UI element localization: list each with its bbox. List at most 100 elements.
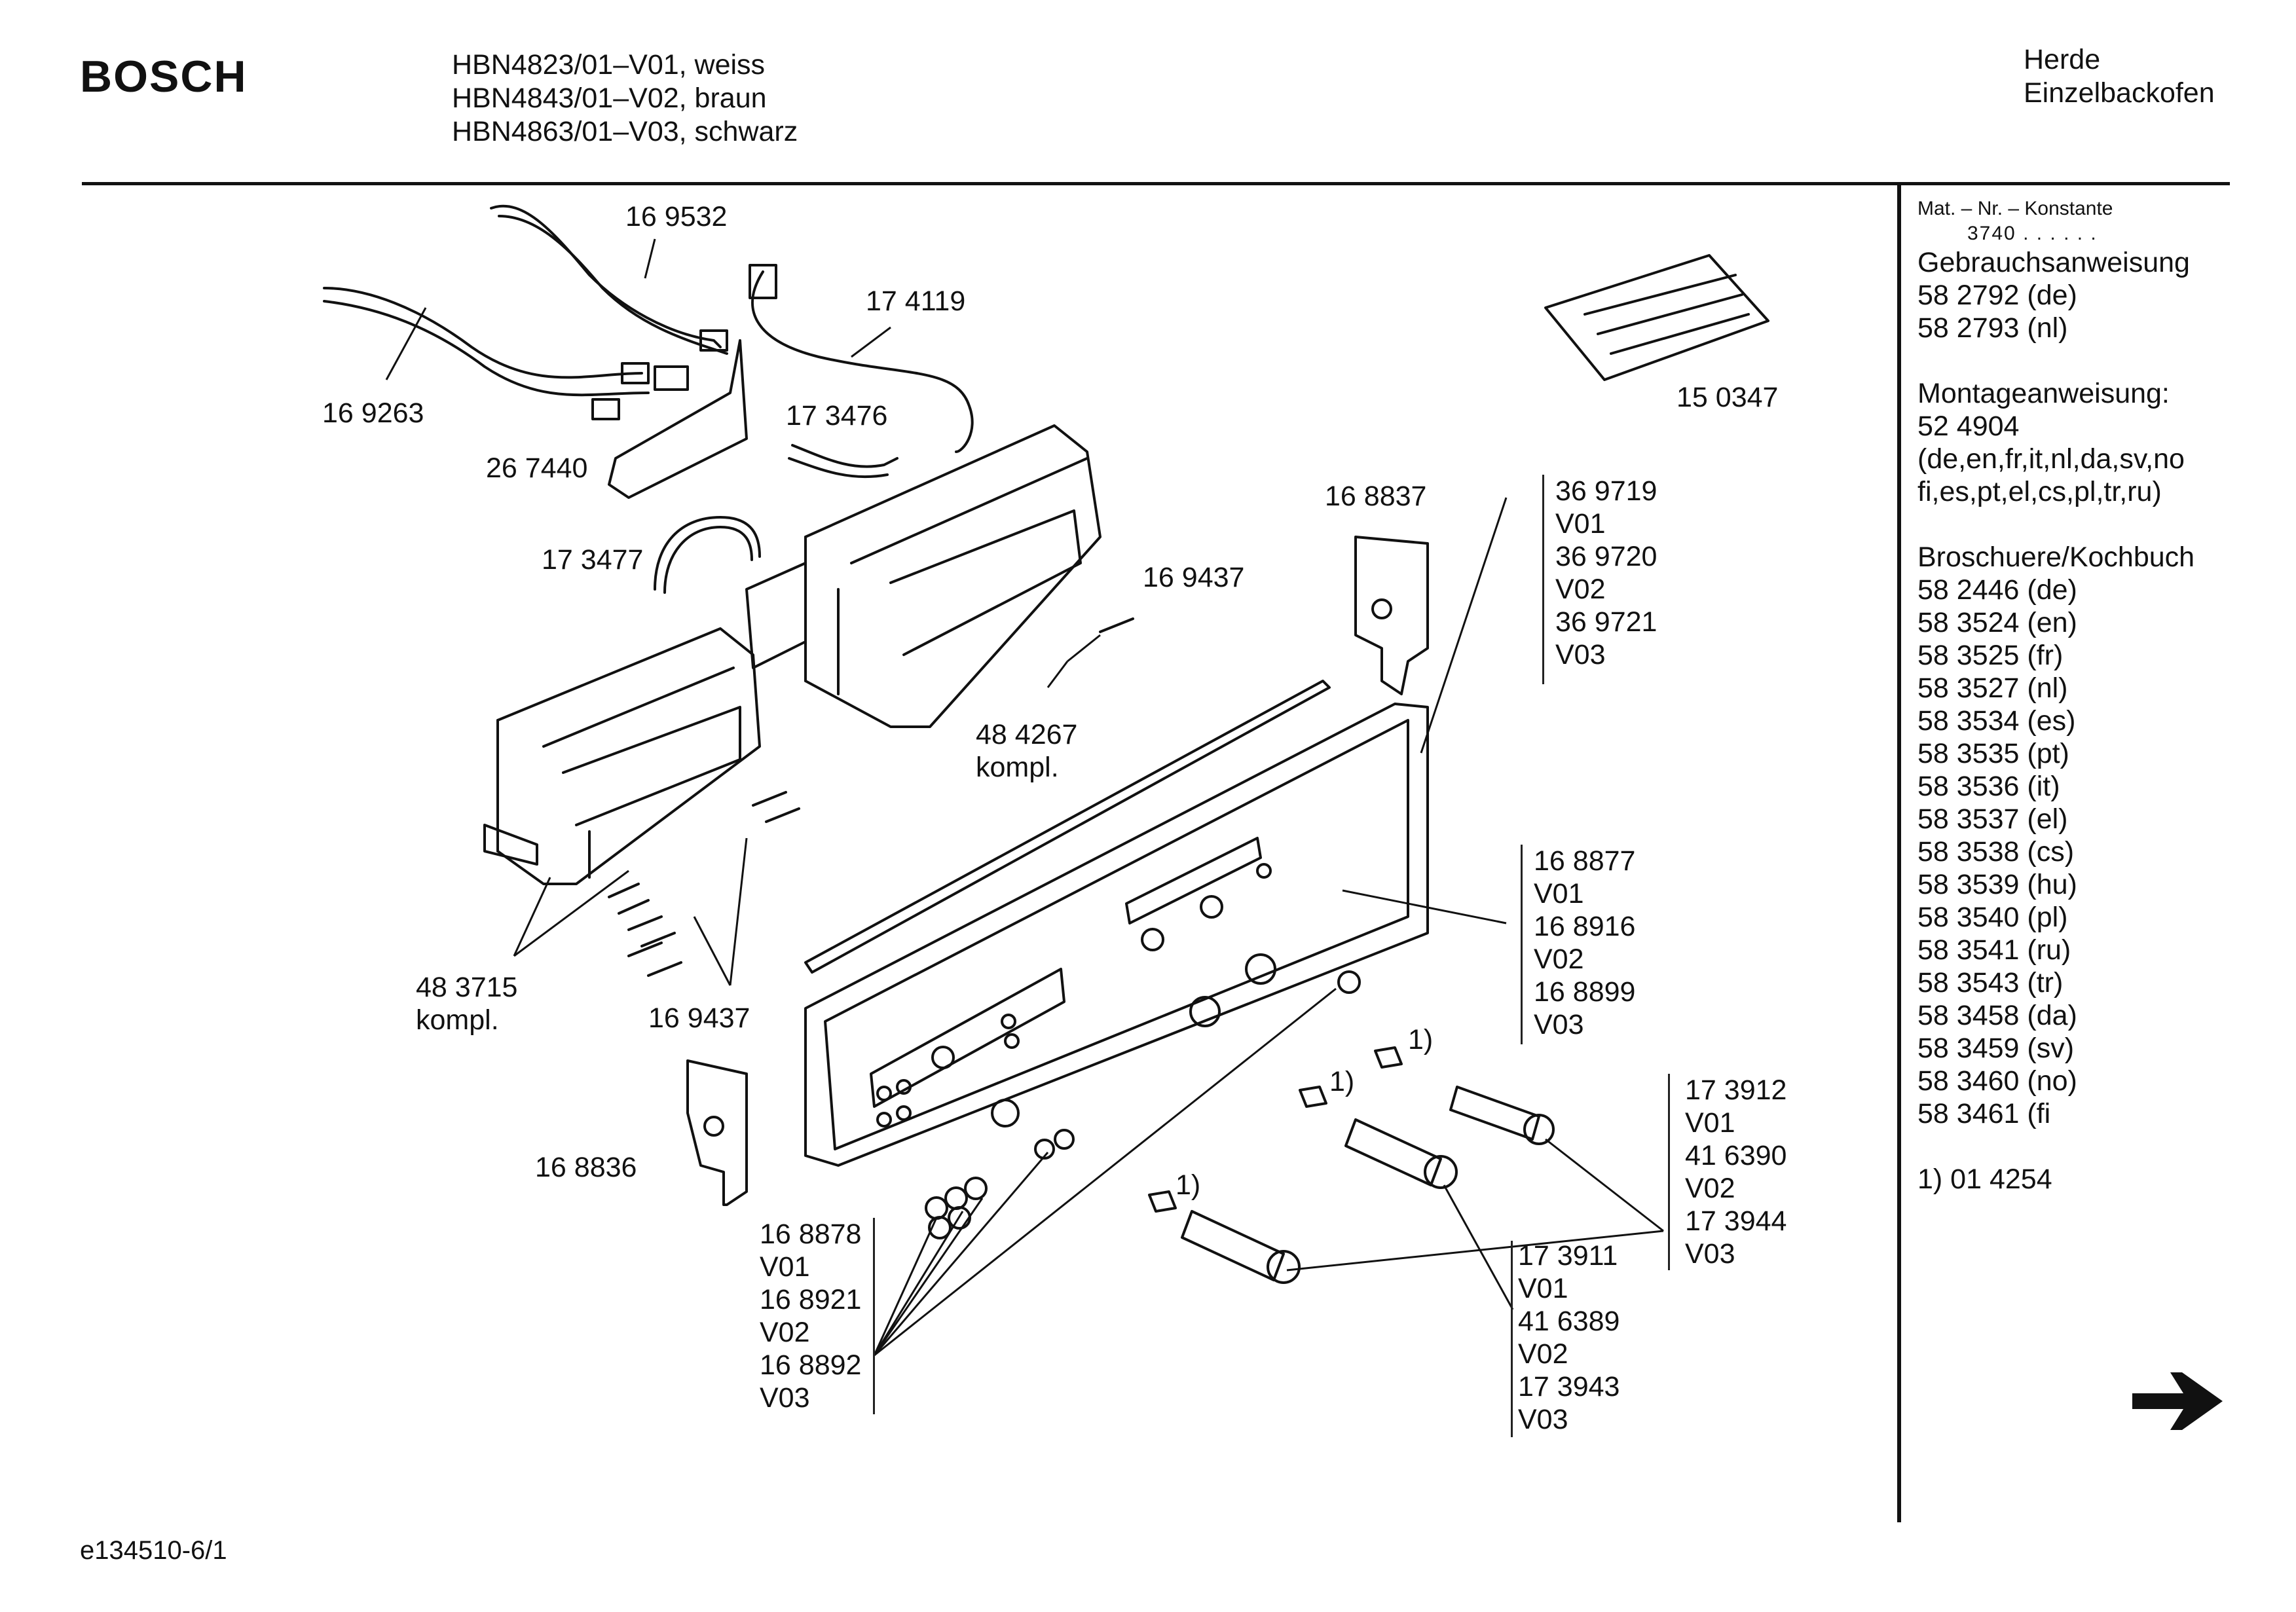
variant-list-panel-insert: 16 8877 V01 16 8916 V02 16 8899 V03 bbox=[1534, 845, 1635, 1041]
clip bbox=[1148, 1190, 1177, 1213]
knob-shaft-c bbox=[1181, 1210, 1301, 1284]
clip bbox=[1299, 1086, 1327, 1108]
doc-number: 58 3458 (da) bbox=[1917, 1000, 2077, 1031]
connector-set-169437 bbox=[608, 617, 1134, 977]
variant-line: V03 bbox=[760, 1382, 810, 1414]
doc-number: 58 3543 (tr) bbox=[1917, 967, 2064, 998]
variant-line: 36 9721 bbox=[1555, 606, 1657, 638]
cable-173477 bbox=[654, 516, 761, 591]
variant-line: 36 9720 bbox=[1555, 541, 1657, 572]
part-label-kit: 48 3715 kompl. bbox=[416, 971, 517, 1036]
list-bracket bbox=[1668, 1074, 1670, 1270]
doc-number: 58 3459 (sv) bbox=[1917, 1033, 2075, 1064]
model-line: HBN4823/01–V01, weiss bbox=[452, 49, 766, 81]
variant-line: V02 bbox=[1685, 1173, 1735, 1204]
doc-number: 58 3540 (pl) bbox=[1917, 902, 2068, 933]
variant-line: V02 bbox=[1555, 574, 1606, 605]
control-module-upper bbox=[745, 424, 1102, 728]
control-module-lower bbox=[483, 627, 761, 885]
knob-ring bbox=[1245, 953, 1276, 985]
bracket-168836 bbox=[686, 1059, 748, 1206]
variant-list-knob-shaft-b: 17 3911 V01 41 6389 V02 17 3943 V03 bbox=[1518, 1239, 1620, 1436]
doc-number: 58 3541 (ru) bbox=[1917, 934, 2071, 966]
category-line: Herde bbox=[2024, 44, 2101, 75]
variant-line: V01 bbox=[1518, 1273, 1568, 1304]
doc-number: 58 3534 (es) bbox=[1917, 705, 2076, 737]
doc-number: 52 4904 bbox=[1917, 411, 2020, 442]
doc-number: 58 2446 (de) bbox=[1917, 574, 2077, 606]
variant-line: 16 8892 bbox=[760, 1349, 862, 1381]
part-label: 16 9437 bbox=[648, 1002, 750, 1034]
list-bracket bbox=[1521, 845, 1523, 1044]
control-panel-369719 bbox=[804, 703, 1429, 1167]
sidebar-divider bbox=[1897, 182, 1901, 1522]
part-label: 17 4119 bbox=[866, 285, 966, 317]
variant-line: 17 3912 bbox=[1685, 1074, 1787, 1106]
part-label: 16 8836 bbox=[535, 1152, 637, 1183]
list-bracket bbox=[1511, 1241, 1513, 1437]
variant-line: 36 9719 bbox=[1555, 475, 1657, 507]
part-label: 16 9532 bbox=[625, 201, 728, 232]
variant-line: V02 bbox=[1518, 1338, 1568, 1370]
knob-shaft-b bbox=[1344, 1118, 1458, 1189]
list-bracket bbox=[873, 1218, 875, 1414]
doc-number: 58 3524 (en) bbox=[1917, 607, 2077, 638]
bracket-168837 bbox=[1354, 536, 1429, 695]
cable-174119 bbox=[751, 270, 974, 453]
variant-line: V01 bbox=[1685, 1107, 1735, 1139]
variant-line: V03 bbox=[1534, 1009, 1584, 1040]
variant-list-knob-shaft-a: 17 3912 V01 41 6390 V02 17 3944 V03 bbox=[1685, 1074, 1787, 1270]
footnote-marker: 1) bbox=[1408, 1024, 1434, 1055]
kit-note: kompl. bbox=[976, 752, 1059, 783]
category-block: Herde Einzelbackofen bbox=[2024, 43, 2215, 110]
part-label-kit: 48 4267 kompl. bbox=[976, 718, 1077, 784]
variant-line: 16 8877 bbox=[1534, 845, 1636, 877]
doc-number: 58 2793 (nl) bbox=[1917, 312, 2068, 344]
model-line: HBN4843/01–V02, braun bbox=[452, 82, 767, 114]
variant-line: V03 bbox=[1518, 1404, 1568, 1435]
variant-line: 17 3911 bbox=[1518, 1240, 1618, 1272]
variant-line: 41 6389 bbox=[1518, 1306, 1620, 1337]
category-line: Einzelbackofen bbox=[2024, 77, 2215, 109]
brand-logo: BOSCH bbox=[80, 52, 248, 101]
wire-harness-169532 bbox=[490, 204, 728, 355]
next-page-arrow-icon[interactable] bbox=[2132, 1368, 2224, 1434]
model-line: HBN4863/01–V03, schwarz bbox=[452, 116, 798, 147]
part-label: 26 7440 bbox=[486, 452, 588, 484]
doc-number: 58 3525 (fr) bbox=[1917, 640, 2064, 671]
doc-number: 58 3527 (nl) bbox=[1917, 672, 2068, 704]
doc-number: 58 3537 (el) bbox=[1917, 803, 2068, 835]
knob-ring bbox=[1189, 996, 1221, 1027]
circuit-board-267440 bbox=[608, 339, 748, 499]
cable-173476 bbox=[791, 444, 898, 468]
footnote-marker: 1) bbox=[1329, 1066, 1355, 1097]
doc-number: 58 3461 (fi bbox=[1917, 1098, 2051, 1129]
variant-line: 41 6390 bbox=[1685, 1140, 1787, 1171]
part-number: 48 3715 bbox=[416, 972, 518, 1003]
doc-languages: fi,es,pt,el,cs,pl,tr,ru) bbox=[1917, 476, 2162, 507]
mat-nr-value: 3740 . . . . . . bbox=[1967, 223, 2098, 244]
variant-line: V01 bbox=[1534, 878, 1584, 909]
knob-ring bbox=[991, 1099, 1020, 1127]
doc-number: 58 3539 (hu) bbox=[1917, 869, 2077, 900]
doc-number: 58 3536 (it) bbox=[1917, 771, 2060, 802]
variant-line: 16 8916 bbox=[1534, 911, 1636, 942]
mat-nr-label: Mat. – Nr. – Konstante bbox=[1917, 198, 2113, 219]
doc-languages: (de,en,fr,it,nl,da,sv,no bbox=[1917, 443, 2185, 475]
part-number: 48 4267 bbox=[976, 719, 1078, 750]
model-list: HBN4823/01–V01, weiss HBN4843/01–V02, br… bbox=[452, 48, 798, 149]
part-label: 17 3477 bbox=[542, 544, 644, 576]
document-code: e134510-6/1 bbox=[80, 1536, 227, 1565]
kit-note: kompl. bbox=[416, 1004, 499, 1036]
knob-ring bbox=[1337, 970, 1361, 994]
exploded-parts-drawing bbox=[323, 204, 1769, 1357]
variant-line: V01 bbox=[1555, 508, 1606, 540]
variant-line: V03 bbox=[1555, 639, 1606, 670]
variant-line: 17 3943 bbox=[1518, 1371, 1620, 1402]
footnote-marker: 1) bbox=[1176, 1169, 1201, 1201]
variant-line: 17 3944 bbox=[1685, 1205, 1787, 1237]
documentation-sidebar: Mat. – Nr. – Konstante 3740 . . . . . . … bbox=[1917, 196, 2284, 1196]
section-title: Broschuere/Kochbuch bbox=[1917, 541, 2195, 573]
doc-number: 58 3460 (no) bbox=[1917, 1065, 2077, 1097]
doc-number: 58 2792 (de) bbox=[1917, 280, 2077, 311]
